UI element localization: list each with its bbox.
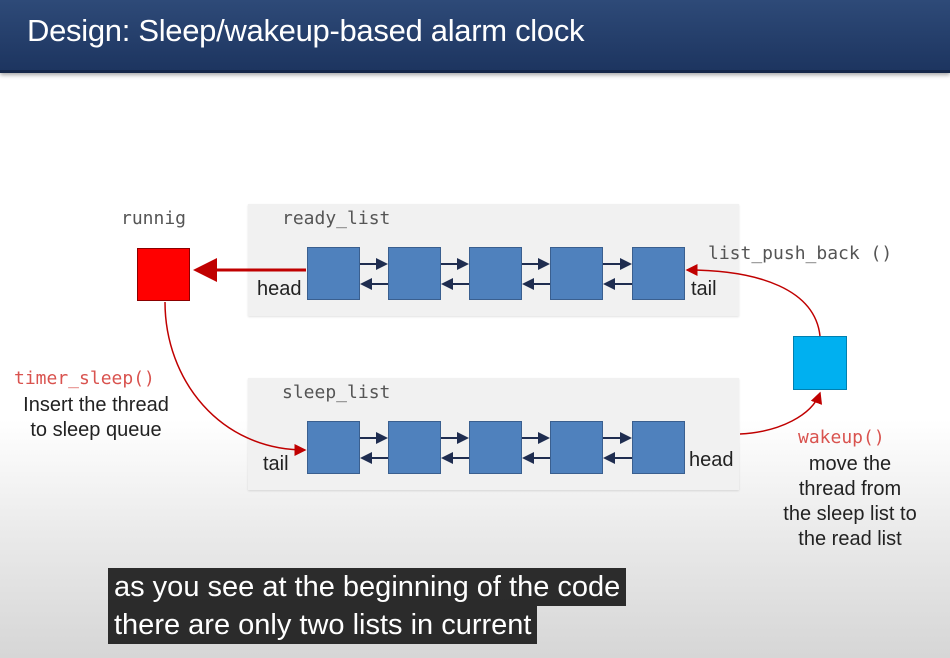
sleep-list-node: [388, 421, 441, 474]
sleep-list-node: [469, 421, 522, 474]
ready-list-node: [550, 247, 603, 300]
ready-list-node: [307, 247, 360, 300]
wakeup-description: move the thread from the sleep list to t…: [765, 452, 935, 552]
wakeup-desc-line: the read list: [798, 528, 902, 550]
timer-sleep-desc-line: to sleep queue: [30, 419, 162, 441]
caption-line-2: there are only two lists in current: [108, 606, 538, 644]
title-bar: Design: Sleep/wakeup-based alarm clock: [0, 0, 950, 73]
running-label: runnig: [121, 208, 187, 229]
ready-list-tail-label: tail: [691, 278, 717, 300]
sleep-list-node: [632, 421, 685, 474]
sleep-list-node: [307, 421, 360, 474]
sleep-list-links: [360, 432, 632, 464]
list-push-back-label: list_push_back (): [708, 243, 893, 264]
ready-list-node: [469, 247, 522, 300]
wakeup-function: wakeup(): [798, 427, 885, 448]
sleep-list-tail-label: tail: [263, 453, 289, 475]
ready-list-head-label: head: [257, 278, 302, 300]
push-back-arrow: [685, 264, 821, 337]
timer-sleep-arrow: [164, 301, 307, 456]
caption-line-1: as you see at the beginning of the code: [108, 568, 627, 606]
sleep-list-head-label: head: [689, 449, 734, 471]
ready-list-node: [632, 247, 685, 300]
slide-title: Design: Sleep/wakeup-based alarm clock: [27, 13, 585, 48]
wakeup-desc-line: the sleep list to: [783, 503, 917, 525]
sleep-list-label: sleep_list: [282, 382, 391, 403]
sleep-list-node: [550, 421, 603, 474]
waking-thread-box: [793, 336, 847, 390]
timer-sleep-description: Insert the thread to sleep queue: [6, 393, 186, 443]
wakeup-arrow: [739, 391, 823, 435]
wakeup-desc-line: move the: [808, 453, 892, 475]
ready-list-node: [388, 247, 441, 300]
timer-sleep-function: timer_sleep(): [14, 368, 155, 389]
ready-list-label: ready_list: [282, 208, 391, 229]
ready-list-links: [360, 258, 632, 290]
running-thread-box: [137, 248, 190, 301]
timer-sleep-desc-line: Insert the thread: [23, 394, 169, 416]
wakeup-desc-line: thread from: [798, 478, 902, 500]
